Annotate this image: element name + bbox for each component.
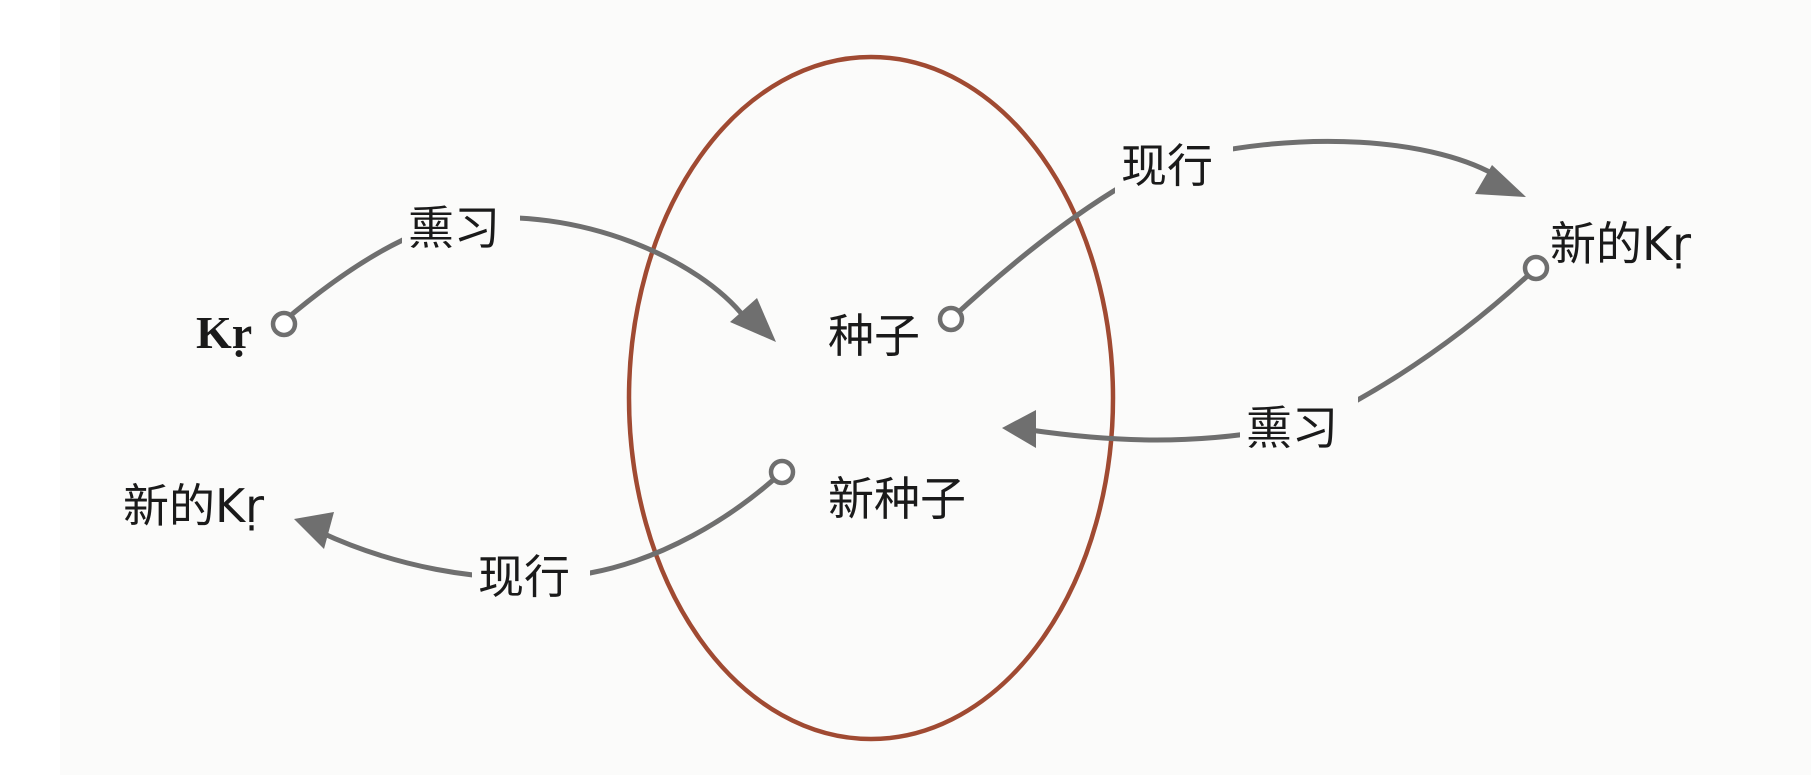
left-xianxing-arrowhead (294, 512, 334, 549)
left-xunxi-arrowhead (730, 298, 776, 342)
right-xianxing-arrowhead (1475, 165, 1526, 197)
kr-label: Kṛ (196, 307, 252, 358)
left-xianxing-label: 现行 (478, 550, 570, 604)
right-xunxi-arrowhead (1002, 410, 1036, 448)
right-xianxing-label-bg (1115, 133, 1233, 195)
left-xianxing-label-bg (472, 545, 590, 607)
central-ellipse (626, 54, 1116, 742)
right-new-kr-label: 新的Kṛ (1550, 217, 1691, 271)
new-seed-origin-dot (768, 458, 796, 486)
diagram-panel (60, 0, 1811, 775)
seed-label: 种子 (828, 309, 920, 363)
right-new-kr-origin-dot (1522, 254, 1550, 282)
left-kr-origin-dot (270, 310, 298, 338)
new-seed-label: 新种子 (828, 472, 966, 526)
right-xunxi-label-bg (1240, 395, 1358, 457)
right-xunxi-label: 熏习 (1246, 401, 1338, 455)
left-new-kr-label: 新的Kṛ (123, 479, 264, 533)
left-xunxi-label-bg (402, 195, 520, 257)
seed-origin-dot (937, 305, 965, 333)
left-xunxi-label: 熏习 (408, 201, 500, 255)
right-xianxing-label: 现行 (1121, 139, 1213, 193)
